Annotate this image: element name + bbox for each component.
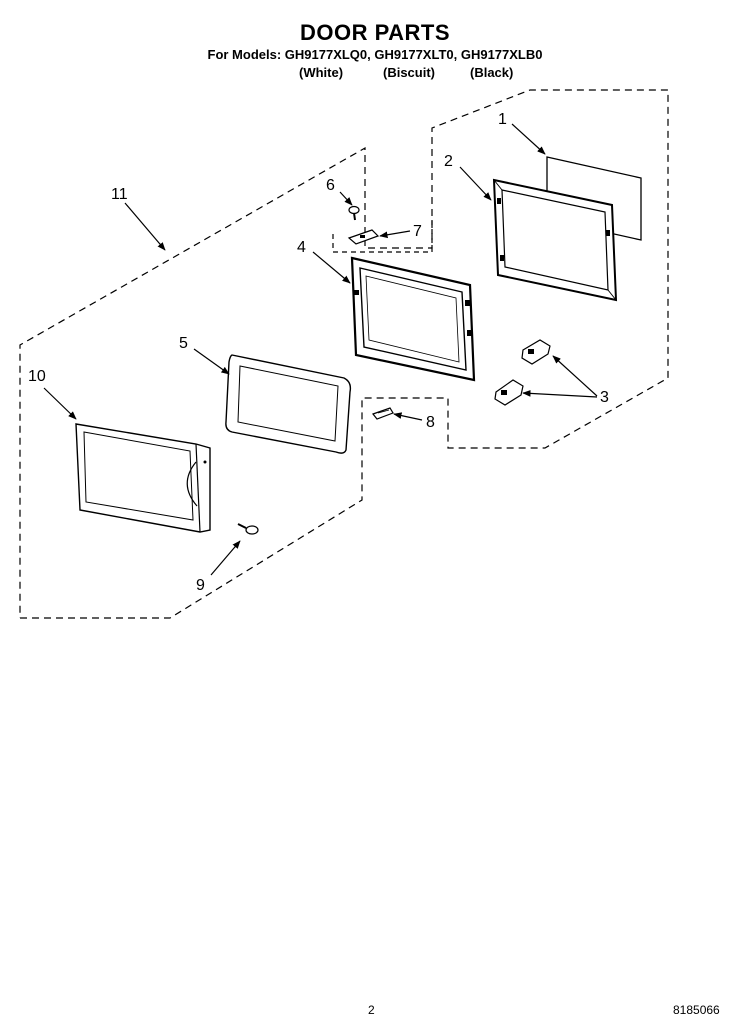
part-8-clip <box>372 407 394 420</box>
callout-8: 8 <box>426 414 435 431</box>
callout-1: 1 <box>498 111 507 128</box>
callout-5: 5 <box>179 335 188 352</box>
callout-9: 9 <box>196 577 205 594</box>
callout-11: 11 <box>111 186 128 203</box>
color-white-label: (White) <box>299 65 344 80</box>
callout-2: 2 <box>444 153 453 170</box>
callout-7: 7 <box>413 223 422 240</box>
part-6-screw <box>348 205 360 221</box>
callout-4: 4 <box>297 239 306 256</box>
part-3-latch-lower <box>494 379 524 406</box>
subassembly-6-7-boundary <box>332 218 433 253</box>
document-number: 8185066 <box>673 1003 720 1017</box>
color-black-label: (Black) <box>470 65 514 80</box>
callout-3: 3 <box>600 389 609 406</box>
part-10-outer-door <box>75 423 211 533</box>
part-5-window-screen <box>225 354 352 454</box>
part-2-inner-frame <box>492 178 618 302</box>
leader-lines <box>43 123 598 576</box>
callout-10: 10 <box>28 368 46 385</box>
models-line: For Models: GH9177XLQ0, GH9177XLT0, GH91… <box>207 47 543 62</box>
page-title: DOOR PARTS <box>299 20 451 45</box>
part-9-screw <box>237 523 259 535</box>
part-3-latch-upper <box>521 339 551 365</box>
color-biscuit-label: (Biscuit) <box>383 65 435 80</box>
callout-6: 6 <box>326 177 335 194</box>
assembly-11-boundary <box>19 89 669 619</box>
part-7-bracket <box>347 229 380 245</box>
part-4-choke-frame <box>350 256 476 382</box>
page-number: 2 <box>368 1003 375 1017</box>
